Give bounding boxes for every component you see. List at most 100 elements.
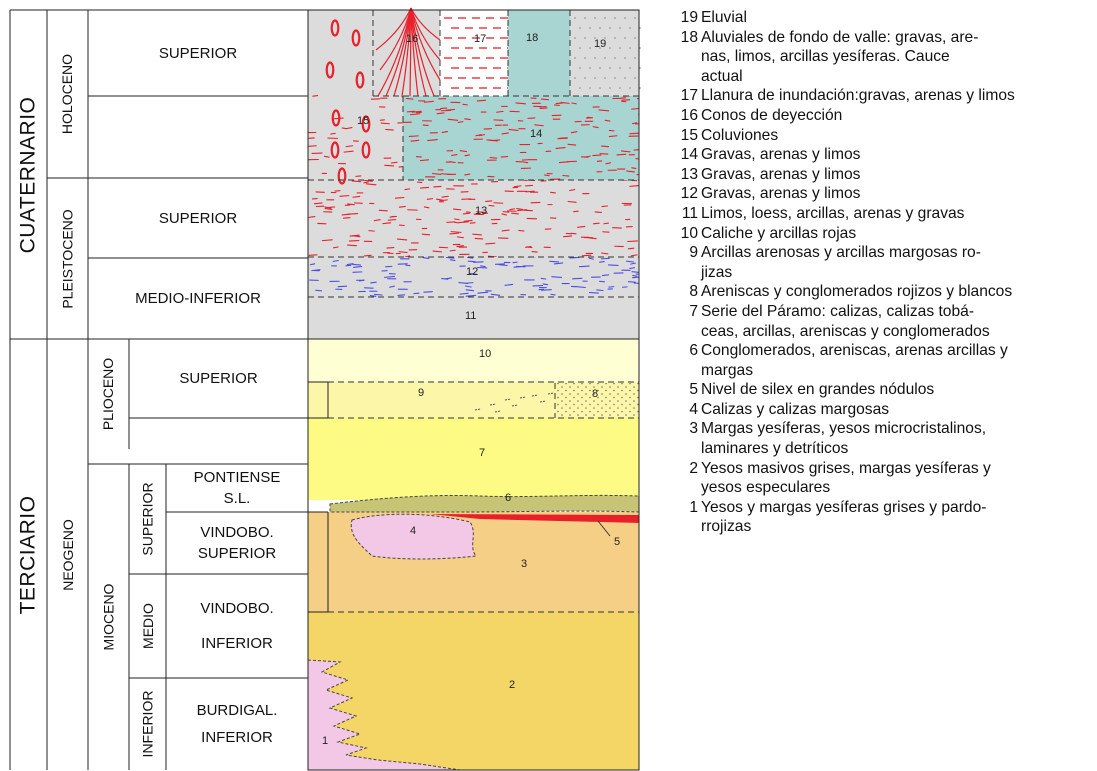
unit-6-fill: [329, 494, 640, 513]
legend-item-number: 11: [681, 204, 698, 222]
stage-pleistoceno-superior: SUPERIOR: [158, 209, 238, 227]
legend-item-number: 16: [680, 106, 698, 124]
unit-17-dashes: [444, 17, 508, 89]
legend-item-number: 1: [689, 498, 698, 516]
unit-number-label: 2: [509, 679, 515, 691]
legend-item-text: Gravas, arenas y limos: [701, 165, 861, 183]
legend-item-continuation: yesos especulares: [701, 479, 831, 497]
series-plioceno: PLIOCENO: [100, 357, 117, 431]
unit-number-label: 7: [479, 447, 485, 459]
legend-item-number: 19: [680, 9, 698, 26]
legend-item-text: Llanura de inundación:gravas, arenas y l…: [701, 87, 1015, 105]
legend-item-text: Nivel de silex en grandes nódulos: [701, 381, 935, 399]
legend-item-text: Conos de deyección: [701, 106, 843, 124]
legend-item-number: 18: [680, 28, 698, 46]
unit-number-label: 3: [521, 558, 527, 570]
legend-item-continuation: ceas, arcillas, areniscas y conglomerado…: [701, 322, 990, 340]
unit-number-label: 11: [465, 310, 476, 322]
unit-number-label: 15: [357, 115, 369, 127]
unit-15-clasts: [325, 19, 371, 185]
unit-13-fill: [308, 180, 639, 257]
legend-item-continuation: jizas: [701, 263, 733, 281]
unit-19-fill: [570, 10, 639, 96]
unit-10-fill: [308, 339, 639, 382]
unit-15-fill: [308, 10, 403, 180]
legend-item-number: 8: [689, 283, 698, 301]
legend-item-text: Aluviales de fondo de valle: gravas, are…: [701, 28, 979, 46]
legend-item-text: Arcillas arenosas y arcillas margosas ro…: [701, 244, 981, 262]
unit-number-label: 8: [592, 388, 598, 400]
column-border: [307, 9, 640, 771]
unit-14-fill: [403, 96, 639, 180]
stage-pontiense: PONTIENSE S.L.: [193, 469, 281, 507]
epoch-pleistoceno: PLEISTOCENO: [59, 208, 76, 309]
subseries-medio: MEDIO: [139, 603, 156, 649]
legend-item-number: 7: [689, 302, 698, 320]
unit-number-label: 19: [594, 38, 606, 50]
legend-item-continuation: rrojizas: [701, 518, 752, 536]
legend-item-text: Caliche y arcillas rojas: [701, 224, 857, 242]
unit-18-fill: [508, 10, 570, 96]
unit-4-fill: [350, 513, 477, 560]
legend-item-number: 5: [689, 381, 698, 399]
lithology-patterns: [308, 17, 641, 413]
stage-vindobo-superior: VINDOBO. SUPERIOR: [197, 524, 277, 562]
unit-13-dashes: [308, 180, 639, 257]
unit-5-fill: [430, 514, 639, 523]
legend-item-text: Limos, loess, arcillas, arenas y gravas: [701, 204, 965, 222]
unit-number-label: 6: [505, 492, 511, 504]
period-cuaternario: CUATERNARIO: [16, 96, 40, 253]
legend-item-number: 12: [680, 185, 698, 203]
epoch-holoceno: HOLOCENO: [59, 53, 76, 135]
unit-number-label: 4: [410, 525, 416, 537]
legend-item-number: 13: [680, 165, 698, 183]
series-mioceno: MIOCENO: [100, 583, 117, 651]
contact-lines: [308, 10, 639, 613]
unit-14-dashes: [403, 96, 639, 180]
legend-item-number: 15: [680, 126, 698, 144]
legend-item-number: 6: [689, 342, 698, 360]
unit-8-fill: [555, 383, 639, 418]
subseries-superior: SUPERIOR: [139, 482, 156, 556]
legend-item-continuation: nas, limos, arcillas yesíferas. Cauce: [701, 48, 950, 66]
unit-number-label: 17: [474, 33, 486, 45]
legend-item-number: 10: [680, 224, 698, 242]
epoch-neogeno: NEOGENO: [59, 518, 76, 591]
unit-number-label: 13: [475, 205, 487, 217]
unit-number-label: 18: [526, 32, 538, 44]
unit-number-label: 12: [466, 266, 478, 278]
period-terciario: TERCIARIO: [16, 495, 40, 614]
legend-item-text: Yesos y margas yesíferas grises y pardo-: [701, 498, 987, 516]
unit-number-label: 1: [322, 735, 328, 747]
legend-item-text: Areniscas y conglomerados rojizos y blan…: [701, 283, 1013, 301]
legend-item-continuation: actual: [701, 67, 743, 85]
subseries-inferior: INFERIOR: [139, 690, 156, 758]
legend-item-text: Calizas y calizas margosas: [701, 400, 890, 418]
legend-item-number: 17: [680, 87, 698, 105]
unit-1-fill: [307, 659, 461, 771]
unit-number-label: 10: [479, 348, 491, 360]
chrono-table-lines: [9, 9, 329, 770]
legend-item-continuation: margas: [701, 361, 753, 379]
unit-17-fill: [440, 10, 508, 96]
stage-burdigal-inferior: BURDIGAL. INFERIOR: [196, 702, 278, 746]
legend-item-number: 14: [680, 146, 698, 164]
